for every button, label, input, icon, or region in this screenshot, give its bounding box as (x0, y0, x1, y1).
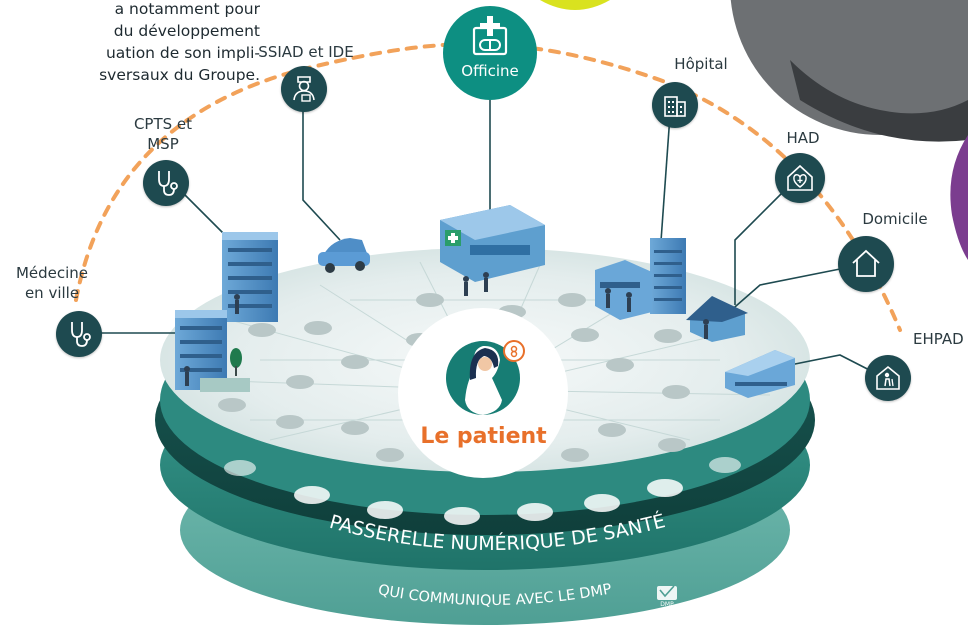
home-care-icon (787, 164, 813, 191)
ssiad-label: SSIAD et IDE (258, 43, 354, 61)
ehpad-label: EHPAD (913, 330, 964, 348)
purple-accent-shape (950, 135, 968, 260)
portrait-shadow (790, 60, 968, 142)
officine-label: Officine (461, 62, 519, 80)
stethoscope-icon (71, 322, 91, 347)
officine-node: Officine (443, 6, 537, 100)
elderly-care-icon (876, 365, 900, 390)
hospital-building-icon (664, 96, 686, 117)
band-icon-pills (224, 457, 741, 525)
intro-line: uation de son impli- (105, 44, 260, 62)
dmp-logo-text: DMP (660, 601, 674, 608)
disc-icon-pills (218, 255, 690, 462)
cpts-label-line2: MSP (147, 135, 179, 153)
ssiad-node (281, 66, 327, 112)
ssiad-car (318, 238, 370, 273)
intro-line: sversaux du Groupe. (99, 66, 260, 84)
patient-label: Le patient (420, 424, 547, 449)
building-ehpad (725, 350, 795, 398)
building-cpts (222, 232, 278, 322)
people-figures (184, 272, 709, 386)
cpts-label-line1: CPTS et (133, 115, 193, 133)
had-label: HAD (786, 129, 820, 147)
hopital-node (652, 82, 698, 128)
building-medecine (175, 310, 250, 392)
medecine-label-line1: Médecine (15, 264, 89, 282)
intro-paragraph: a notamment pour du développement uation… (0, 0, 260, 86)
pharmacy-cross-icon (472, 16, 508, 56)
building-domicile (686, 296, 748, 342)
stethoscope-icon (158, 171, 178, 196)
building-pharmacy (440, 205, 545, 282)
portrait-photo (730, 0, 968, 135)
intro-line: a notamment pour (114, 0, 260, 18)
had-node (775, 153, 825, 203)
intro-line: du développement (113, 22, 260, 40)
ehpad-node (865, 355, 911, 401)
yellow-accent-shape (540, 0, 610, 10)
medecine-node (56, 311, 102, 357)
domicile-node (838, 236, 894, 292)
dmp-logo: DMP (657, 585, 677, 608)
patient-avatar (446, 340, 525, 415)
hopital-label: Hôpital (674, 55, 728, 73)
cpts-node (143, 160, 189, 206)
nurse-icon (293, 76, 315, 102)
domicile-label: Domicile (862, 210, 928, 228)
medecine-label-line2: en ville (24, 284, 80, 302)
house-icon (852, 249, 880, 277)
